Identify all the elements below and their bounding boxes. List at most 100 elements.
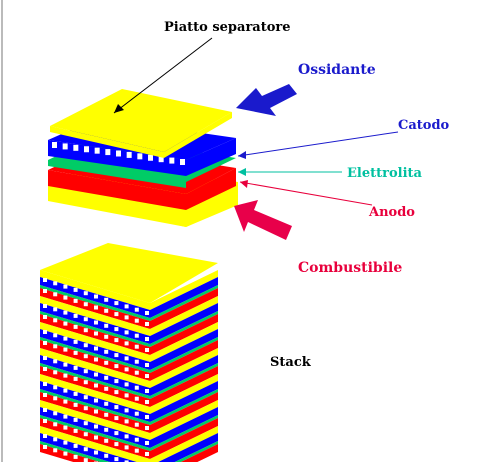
- cathode-channel: [169, 157, 175, 164]
- stack-channel: [53, 344, 58, 349]
- stack-channel: [145, 400, 149, 404]
- cathode-channel: [158, 156, 164, 163]
- separator-stack-front: [40, 426, 150, 462]
- stack-channel: [124, 367, 129, 372]
- stack-channel: [94, 357, 98, 362]
- stack-channel: [104, 412, 109, 417]
- separator-leader: [113, 37, 213, 114]
- stack-channel: [124, 315, 129, 320]
- anode-leader: [239, 181, 373, 206]
- stack-channel: [134, 411, 139, 416]
- stack-channel: [53, 422, 58, 427]
- stack-channel: [114, 353, 119, 358]
- stack-channel: [43, 341, 47, 345]
- bottom-separator-side: [48, 186, 186, 227]
- electrolyte-stack-side: [150, 389, 218, 425]
- electrolyte-stack-side: [150, 337, 218, 373]
- stack-channel: [83, 432, 88, 437]
- stack-channel: [53, 359, 58, 364]
- separator-stack-front: [40, 348, 150, 388]
- separator-label: Piatto separatore: [164, 20, 291, 35]
- stack-channel: [63, 362, 68, 367]
- electrolyte-stack-front: [40, 337, 150, 373]
- separator-stack-side: [150, 400, 218, 440]
- separator-stack-front: [40, 270, 150, 310]
- oxidant-label: Ossidante: [298, 62, 376, 78]
- stack-channel: [104, 323, 109, 328]
- anode-stack-side: [180, 444, 218, 462]
- stack-channel: [124, 408, 129, 413]
- electrolyte-leader-head: [238, 168, 246, 176]
- separator-stack-front: [40, 374, 150, 414]
- stack-channel: [94, 346, 98, 351]
- stack-channel: [63, 425, 68, 430]
- stack-channel: [94, 294, 98, 299]
- stack-channel: [53, 411, 58, 416]
- stack-channel: [43, 408, 47, 412]
- stack-channel: [43, 289, 47, 293]
- stack-channel: [73, 428, 78, 433]
- stack-channel: [83, 328, 88, 333]
- stack-channel: [73, 339, 78, 344]
- cathode-channel: [62, 143, 68, 150]
- stack-channel: [134, 344, 139, 349]
- electrolyte-stack-side: [150, 415, 218, 451]
- stack-channel: [83, 421, 88, 426]
- stack-channel: [83, 380, 88, 385]
- stack-channel: [53, 385, 58, 390]
- cathode-stack-side: [150, 329, 218, 370]
- cathode-channel: [52, 142, 57, 148]
- stack-channel: [73, 443, 78, 448]
- anode-layer-end: [186, 168, 236, 210]
- stack-channel: [124, 460, 129, 462]
- stack-channel: [53, 448, 58, 453]
- electrolyte-stack-front: [40, 441, 110, 462]
- stack-channel: [104, 438, 109, 443]
- cathode-leader-head: [238, 151, 246, 159]
- cathode-leader: [237, 131, 399, 157]
- stack-channel: [94, 409, 98, 414]
- stack-channel: [104, 334, 109, 339]
- separator-stack-side: [150, 374, 218, 414]
- stack-channel: [94, 450, 98, 455]
- anode-stack-side: [150, 288, 218, 329]
- stack-channel: [53, 307, 58, 312]
- cell-stack: [40, 243, 218, 462]
- cathode-channel: [116, 150, 121, 157]
- stack-channel: [145, 348, 149, 352]
- stack-channel: [145, 441, 149, 445]
- anode-layer-side: [48, 170, 186, 210]
- stack-channel: [124, 382, 129, 387]
- stack-channel: [104, 360, 109, 365]
- stack-channel: [73, 365, 78, 370]
- stack-channel: [73, 391, 78, 396]
- stack-channel: [124, 434, 129, 439]
- stack-channel: [124, 445, 129, 450]
- stack-channel: [53, 318, 58, 323]
- stack-channel: [63, 336, 68, 341]
- stack-channel: [43, 382, 47, 386]
- stack-channel: [53, 437, 58, 442]
- stack-channel: [104, 349, 109, 354]
- stack-channel: [43, 434, 47, 438]
- stack-channel: [73, 376, 78, 381]
- stack-channel: [43, 445, 47, 449]
- stack-channel: [145, 322, 149, 326]
- stack-channel: [63, 347, 68, 352]
- stack-channel: [63, 451, 68, 456]
- stack-channel: [94, 398, 98, 403]
- stack-channel: [43, 330, 47, 334]
- stack-channel: [104, 308, 109, 313]
- stack-channel: [83, 395, 88, 400]
- stack-channel: [53, 292, 58, 297]
- cathode-stack-side: [158, 433, 218, 462]
- stack-channel: [43, 356, 47, 360]
- stack-channel: [114, 379, 119, 384]
- stack-channel: [104, 401, 109, 406]
- separator-stack-front: [40, 296, 150, 336]
- stack-channel: [145, 363, 149, 367]
- cathode-channel: [137, 153, 143, 160]
- stack-channel: [94, 424, 98, 429]
- stack-channel: [73, 324, 78, 329]
- anode-label: Anodo: [368, 205, 415, 220]
